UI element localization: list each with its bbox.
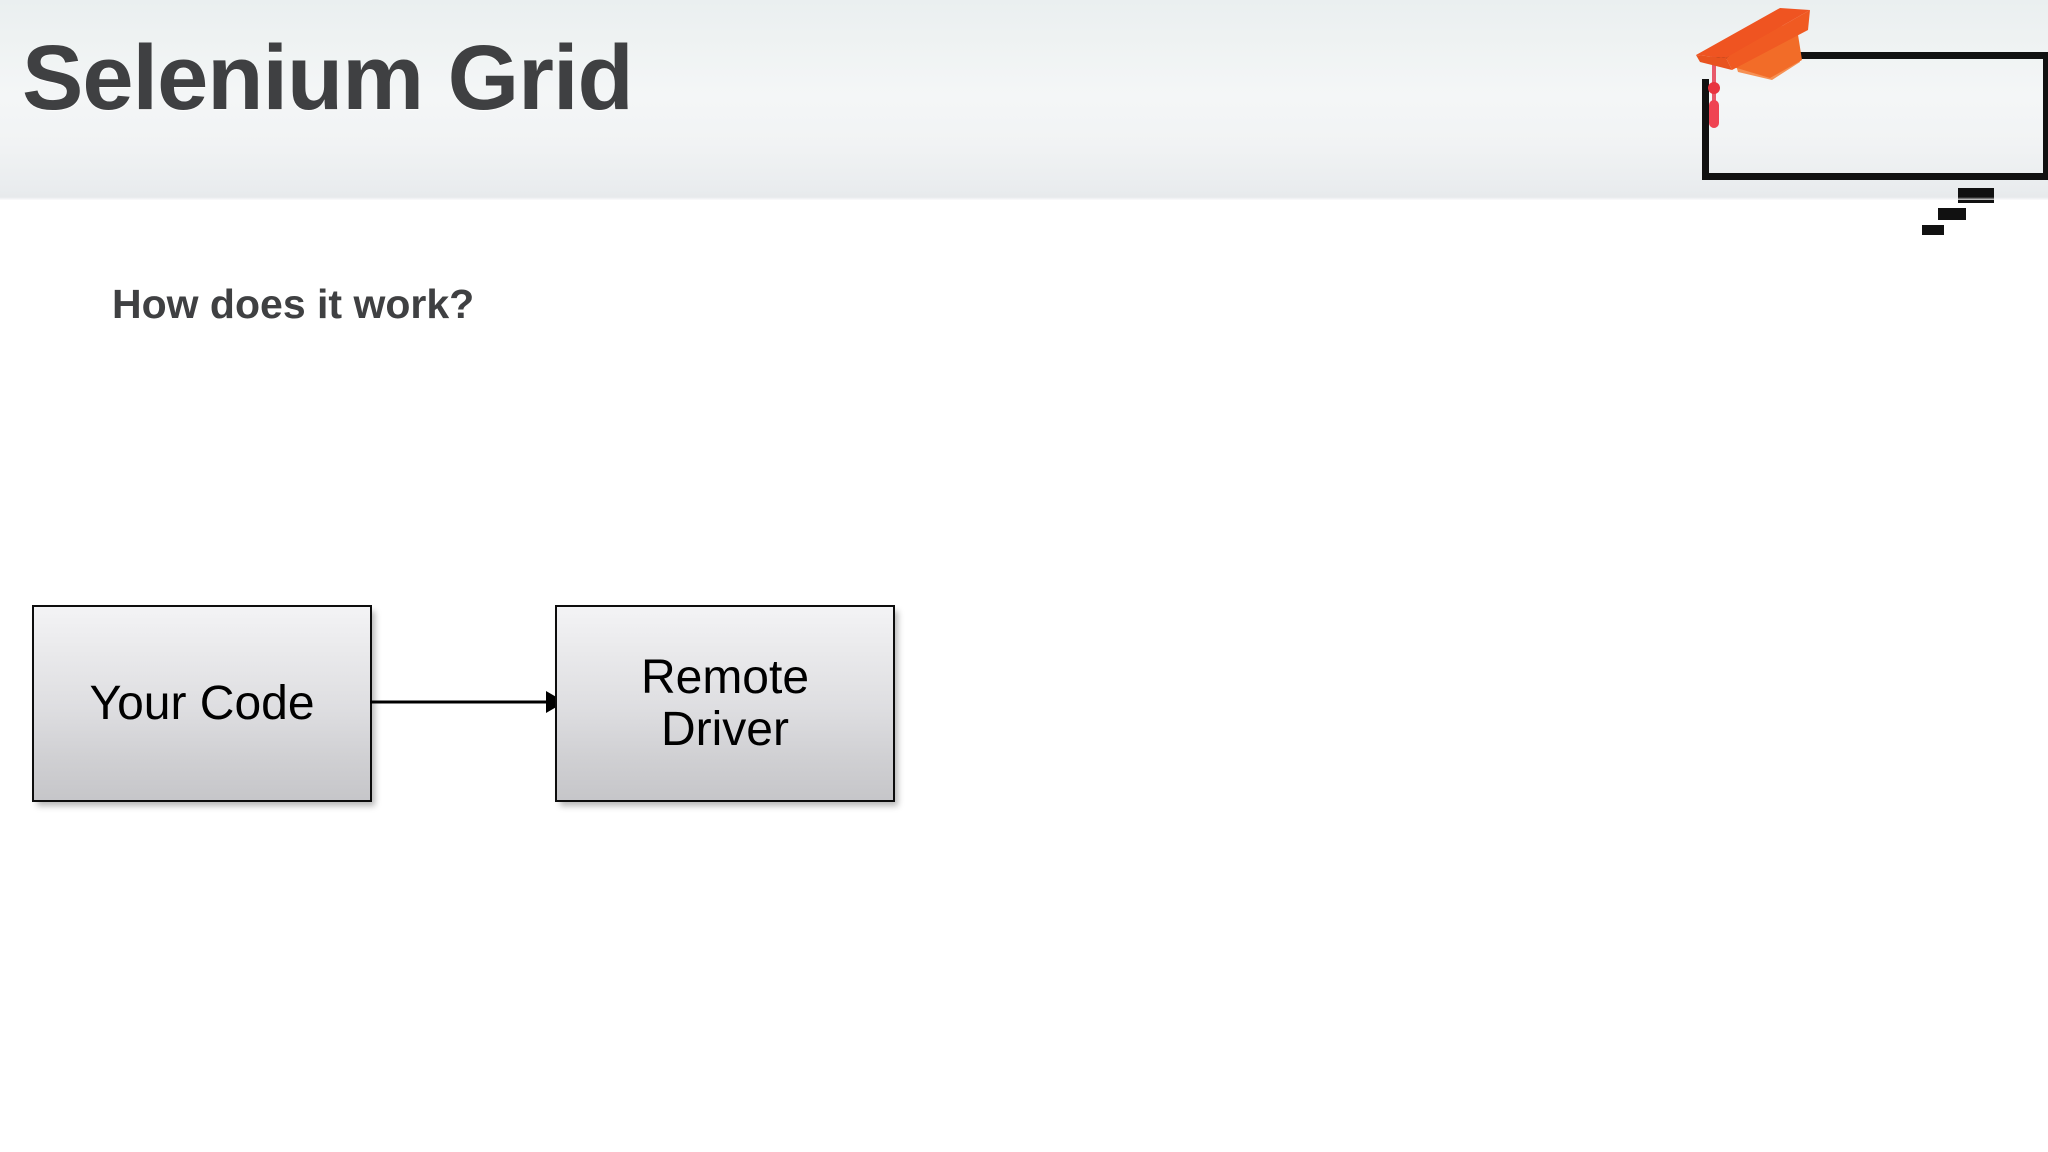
flow-edge-your-code-to-remote-driver[interactable] <box>370 675 565 730</box>
flow-node-remote-driver-label: Remote Driver <box>640 650 810 756</box>
graduation-cap-tassel <box>1708 55 1720 128</box>
slide-header-band: Selenium Grid <box>0 0 2048 235</box>
flow-node-remote-driver[interactable]: Remote Driver <box>555 605 895 802</box>
logo-rectangle-outline <box>1702 52 2048 180</box>
page-title: Selenium Grid <box>22 27 634 129</box>
graduation-cap-logo <box>1660 0 2048 235</box>
graduation-cap-mortarboard <box>1696 8 1810 70</box>
slide-subtitle: How does it work? <box>112 281 475 327</box>
flow-node-your-code-label: Your Code <box>89 676 315 730</box>
logo-stair-step-marks <box>1922 188 1994 235</box>
flow-node-your-code[interactable]: Your Code <box>32 605 372 802</box>
